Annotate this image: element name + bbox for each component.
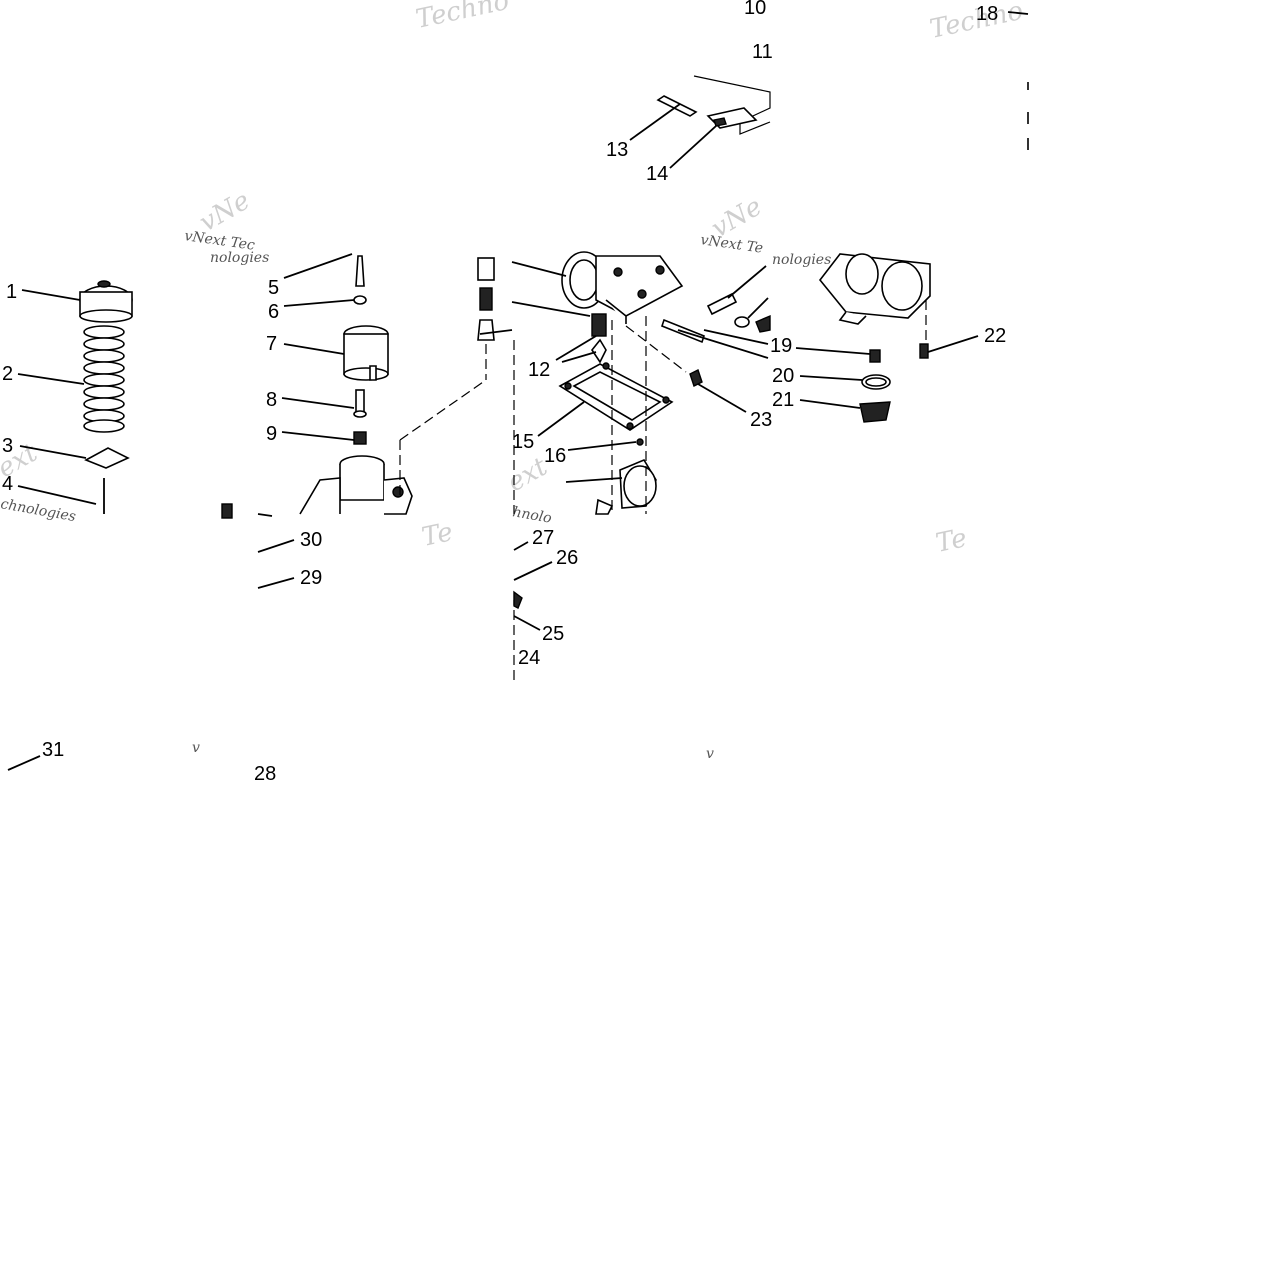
callout-16: 16 (544, 445, 566, 467)
callout-21: 21 (772, 389, 794, 411)
callout-22: 22 (984, 325, 1006, 347)
callout-20: 20 (772, 365, 794, 387)
callout-10: 10 (744, 0, 766, 19)
callout-3: 3 (2, 435, 13, 457)
lower-fragments (221, 82, 1029, 680)
spring-coils (83, 325, 125, 433)
callout-11: 11 (752, 41, 773, 63)
callout-4: 4 (2, 473, 13, 495)
watermark-text: Te (933, 523, 969, 559)
watermark-text: Te (419, 517, 455, 553)
callout-labels: 1 2 3 4 5 6 7 8 9 10 11 12 13 14 15 16 1… (2, 0, 1006, 785)
callout-25: 25 (542, 623, 564, 645)
callout-12: 12 (528, 359, 550, 381)
callout-27: 27 (532, 527, 554, 549)
watermark-text: Techno (413, 0, 512, 35)
callout-31: 31 (42, 739, 64, 761)
bracket-assembly (656, 75, 771, 135)
watermark-text: hnolo (511, 504, 553, 527)
callout-1: 1 (6, 281, 17, 303)
callout-2: 2 (2, 363, 13, 385)
callout-6: 6 (268, 301, 279, 323)
callout-23: 23 (750, 409, 772, 431)
callout-8: 8 (266, 389, 277, 411)
leader-lines (7, 11, 1029, 771)
callout-30: 30 (300, 529, 322, 551)
callout-26: 26 (556, 547, 578, 569)
callout-18: 18 (976, 3, 998, 25)
tile-masks (0, 0, 1285, 718)
float-bowl-group (818, 253, 931, 423)
watermark-text: nologies (772, 252, 831, 268)
callout-13: 13 (606, 139, 628, 161)
throttle-slide-group (299, 255, 487, 515)
callout-9: 9 (266, 423, 277, 445)
watermark-text: vNext Te (699, 232, 764, 257)
callout-7: 7 (266, 333, 277, 355)
slide-cap-group (79, 280, 133, 514)
watermark-text: v (192, 740, 200, 756)
callout-28: 28 (254, 763, 276, 785)
watermark-text: v (706, 746, 714, 762)
callout-19: 19 (770, 335, 792, 357)
callout-29: 29 (300, 567, 322, 589)
callout-14: 14 (646, 163, 668, 185)
carb-body-group (477, 251, 687, 514)
callout-24: 24 (518, 647, 540, 669)
watermark-text: nologies (210, 250, 269, 266)
callout-15: 15 (512, 431, 534, 453)
callout-5: 5 (268, 277, 279, 299)
